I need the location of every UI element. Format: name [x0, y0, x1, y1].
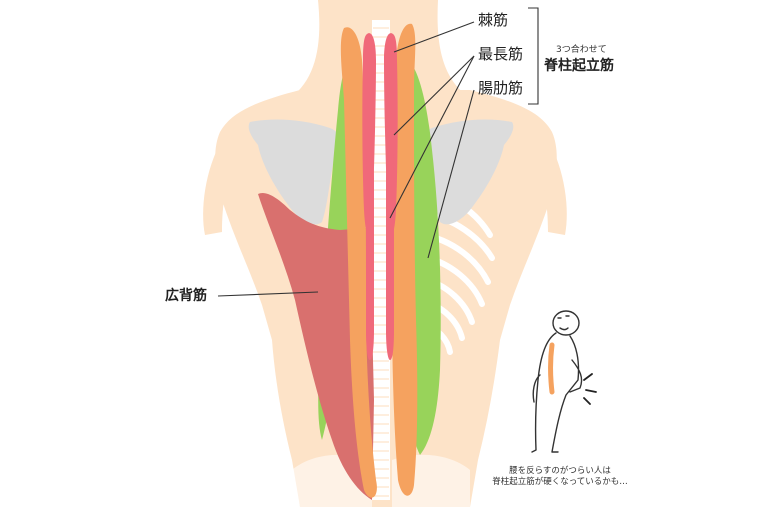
person-spine-highlight [548, 342, 555, 395]
label-spinalis: 棘筋 [478, 11, 509, 29]
label-latissimus: 広背筋 [165, 288, 207, 304]
pain-icon [583, 373, 597, 405]
person-head [552, 310, 580, 336]
label-longissimus: 最長筋 [478, 45, 524, 63]
leader-longissimus [393, 55, 475, 136]
note-text: 腰を反らすのがつらい人は 脊柱起立筋が硬くなっているかも… [490, 466, 630, 487]
left-scapula [248, 119, 340, 225]
group-caption: 3つ合わせて [556, 45, 607, 55]
latissimus-dorsi [258, 192, 374, 501]
pelvis [292, 454, 470, 507]
leader-spinalis [393, 21, 475, 53]
leader-iliocostalis [427, 89, 475, 259]
leader-latissimus [217, 291, 319, 297]
spinalis-lower-right [386, 149, 394, 360]
note-line-1: 腰を反らすのがつらい人は [509, 466, 611, 476]
person-illustration [531, 310, 597, 453]
note-line-2: 脊柱起立筋が硬くなっているかも… [492, 476, 628, 487]
person-face [557, 315, 570, 331]
label-iliocostalis: 腸肋筋 [478, 79, 524, 97]
right-scapula [422, 119, 514, 225]
leader-longissimus-2 [389, 55, 475, 219]
leader-lines [217, 7, 539, 297]
longissimus-left [340, 27, 377, 498]
longissimus-right [392, 23, 418, 496]
right-arm [532, 140, 567, 235]
person-body [531, 332, 583, 453]
left-arm [203, 140, 238, 235]
group-bracket [528, 7, 539, 105]
spinalis-lower-left [366, 149, 374, 360]
group-name: 脊柱起立筋 [544, 58, 614, 74]
